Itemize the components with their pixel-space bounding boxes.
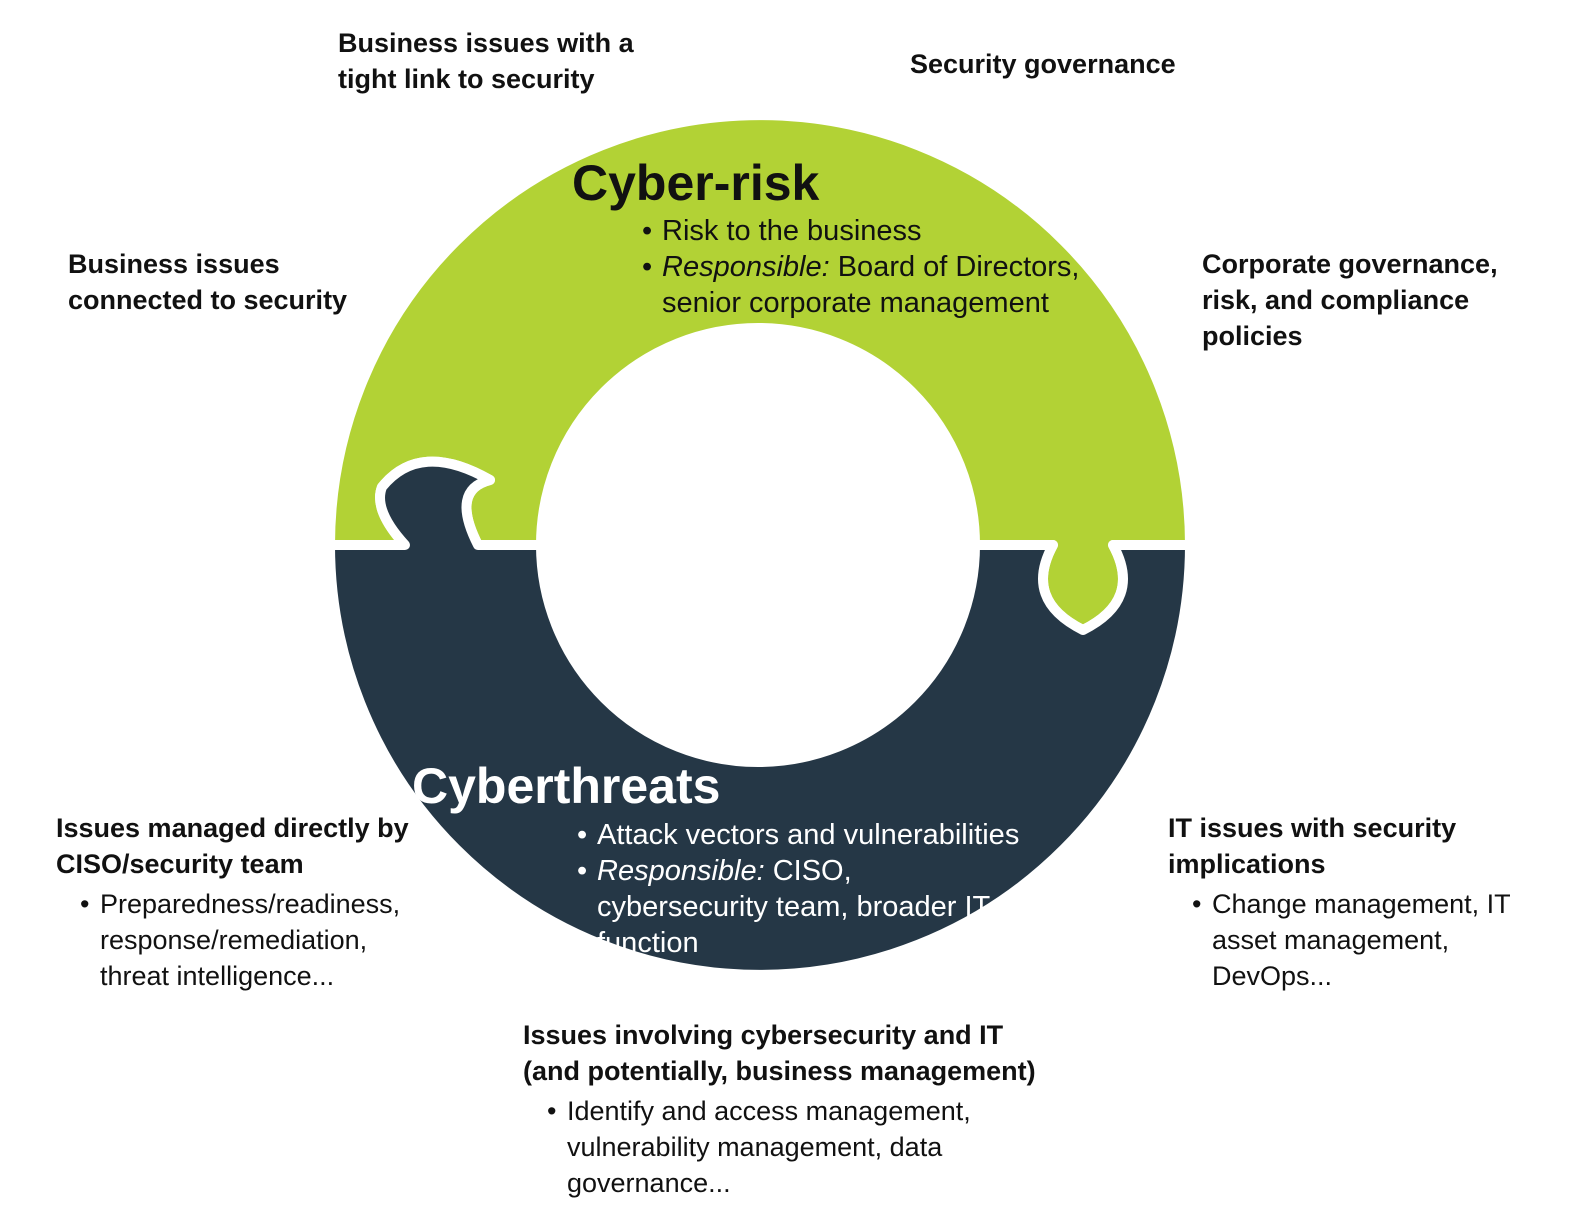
label-corporate-governance: Corporate governance, risk, and complian… (1202, 246, 1532, 354)
label-bullet: Change management, IT asset management, … (1190, 886, 1538, 994)
label-security-governance: Security governance (910, 46, 1230, 82)
label-heading: Issues managed directly by CISO/security… (56, 813, 409, 879)
label-heading: Business issues connected to security (68, 249, 348, 315)
label-bullet: Identify and access management, vulnerab… (545, 1093, 1053, 1201)
label-cyber-it-issues: Issues involving cybersecurity and IT (a… (523, 1017, 1053, 1201)
label-heading: Business issues with a tight link to sec… (338, 28, 634, 94)
label-heading: Corporate governance, risk, and complian… (1202, 249, 1498, 351)
responsible-text: CISO, cybersecurity team, broader IT fun… (597, 855, 990, 959)
cyber-risk-bullet-1: Risk to the business (640, 213, 1090, 249)
responsible-label: Responsible: (597, 855, 765, 887)
responsible-text: Board of Directors, senior corporate man… (662, 251, 1080, 319)
label-heading: Security governance (910, 49, 1176, 79)
cyber-risk-details: Risk to the business Responsible: Board … (640, 213, 1090, 321)
cyberthreats-bullet-2: Responsible: CISO, cybersecurity team, b… (575, 853, 1025, 961)
cyberthreats-bullet-1: Attack vectors and vulnerabilities (575, 817, 1025, 853)
cyberthreats-details: Attack vectors and vulnerabilities Respo… (575, 817, 1025, 961)
cyber-risk-bullet-2: Responsible: Board of Directors, senior … (640, 249, 1090, 321)
cyberthreats-title: Cyberthreats (412, 758, 721, 814)
label-business-tight-link: Business issues with a tight link to sec… (338, 25, 658, 97)
label-ciso-issues: Issues managed directly by CISO/security… (56, 810, 426, 994)
label-it-issues: IT issues with security implications Cha… (1168, 810, 1538, 994)
label-business-connected: Business issues connected to security (68, 246, 368, 318)
cyber-risk-title: Cyber-risk (572, 155, 820, 211)
responsible-label: Responsible: (662, 251, 830, 283)
label-bullet: Preparedness/readiness, response/remedia… (78, 886, 426, 994)
label-heading: Issues involving cybersecurity and IT (a… (523, 1020, 1036, 1086)
label-heading: IT issues with security implications (1168, 813, 1457, 879)
